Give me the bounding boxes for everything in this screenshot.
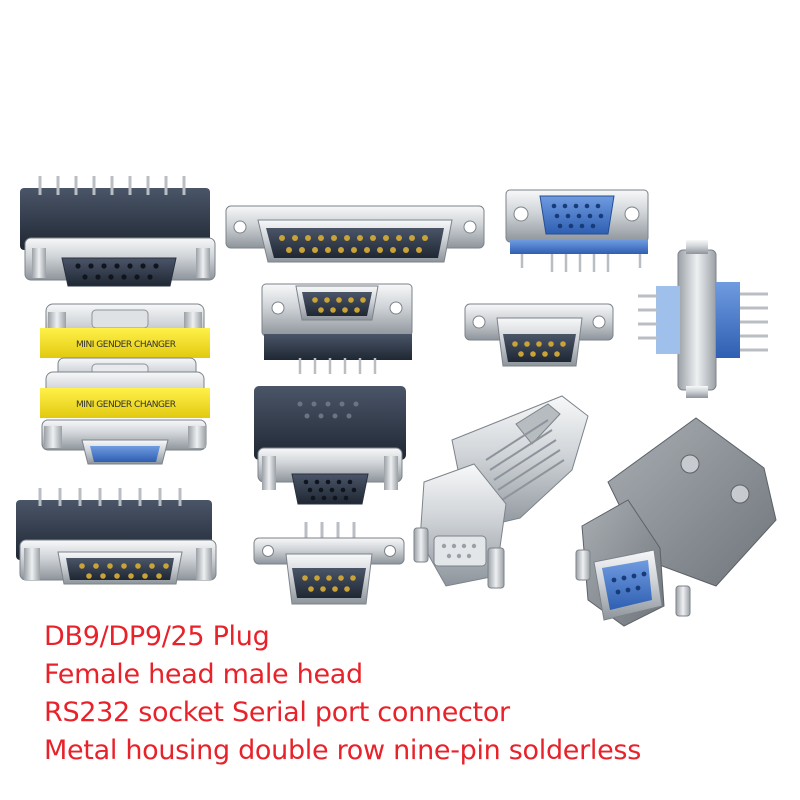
adapter-label-lower: MINI GENDER CHANGER [76,400,176,410]
caption-line-2: Female head male head [44,659,363,690]
caption-line-3: RS232 socket Serial port connector [44,697,510,728]
caption-line-1: DB9/DP9/25 Plug [44,621,270,652]
caption-line-4: Metal housing double row nine-pin solder… [44,735,641,766]
db9-male-small-panel [253,522,405,605]
adapter-label-upper: MINI GENDER CHANGER [76,340,176,350]
product-caption: DB9/DP9/25 Plug Female head male head RS… [44,618,784,770]
db9-male-panel [464,303,614,367]
db9-male-right-angle [261,283,413,374]
db15-female-right-angle-dark [20,176,216,287]
db25-male-panel [225,205,485,263]
db15-male-right-angle-dark [16,488,217,585]
gender-changer-female: MINI GENDER CHANGER [40,371,210,465]
vga-hd15-female-blue [505,189,649,272]
db9-metal-hood [413,395,589,589]
hd15-female-right-angle-dark [254,386,406,505]
db9-gray-plastic-hood [575,417,777,627]
vertical-pcb-connector [638,240,768,398]
